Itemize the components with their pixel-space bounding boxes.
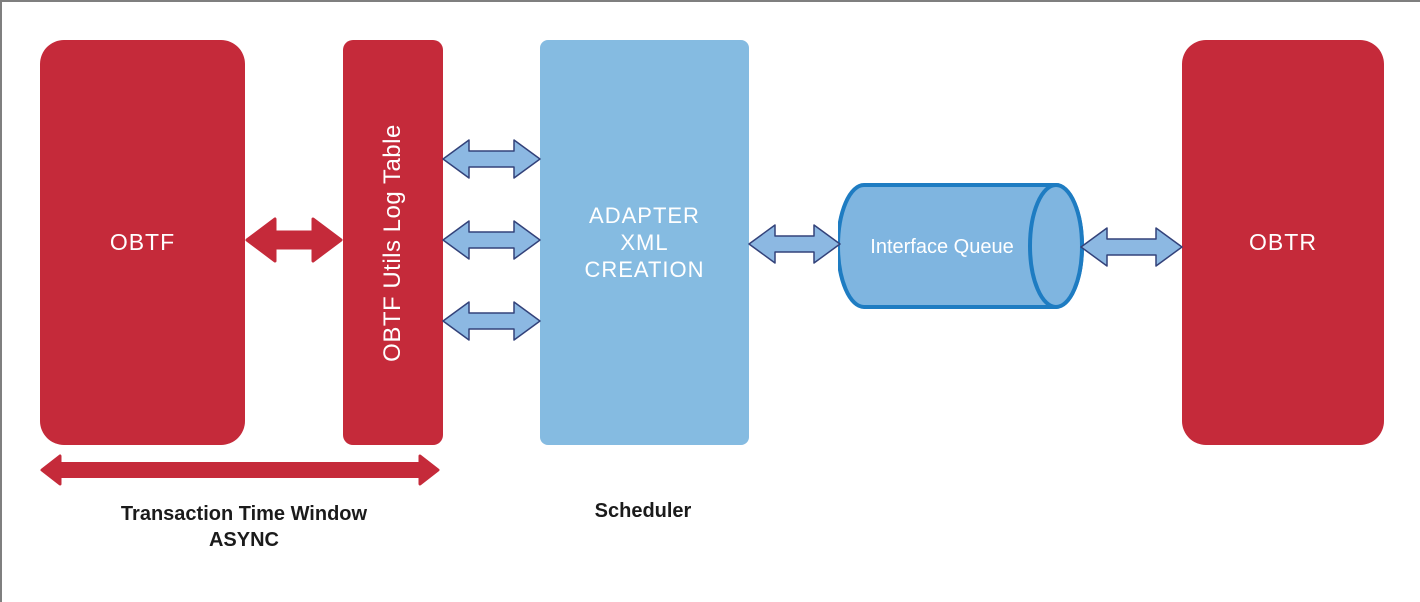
obtf-to-logtable-arrow	[245, 217, 343, 263]
obtf-node: OBTF	[40, 40, 245, 445]
obtf-utils-log-table-node: OBTF Utils Log Table	[343, 40, 443, 445]
transaction-time-window-label: Transaction Time Window ASYNC	[84, 501, 404, 553]
obtr-node: OBTR	[1182, 40, 1384, 445]
scheduler-label: Scheduler	[594, 500, 692, 522]
adapter-label-line3: CREATION	[584, 257, 705, 282]
transaction-window-arrow	[40, 454, 440, 486]
transaction-time-window-line2: ASYNC	[208, 529, 279, 551]
interface-queue-cylinder	[838, 183, 1084, 309]
obtf-utils-log-table-label: OBTF Utils Log Table	[379, 123, 406, 362]
adapter-xml-creation-node: ADAPTER XML CREATION	[540, 40, 749, 445]
adapter-xml-creation-label: ADAPTER XML CREATION	[584, 202, 704, 283]
adapter-to-queue-arrow	[748, 224, 841, 264]
cylinder-cap	[1028, 183, 1084, 309]
adapter-label-line1: ADAPTER	[589, 203, 700, 228]
queue-to-obtr-arrow	[1080, 227, 1183, 267]
logtable-to-adapter-arrow-3	[442, 301, 541, 341]
logtable-to-adapter-arrow-2	[442, 220, 541, 260]
logtable-to-adapter-arrow-1	[442, 139, 541, 179]
transaction-time-window-line1: Transaction Time Window	[120, 503, 368, 525]
obtf-node-label: OBTF	[109, 229, 176, 255]
adapter-label-line2: XML	[620, 230, 669, 255]
obtr-node-label: OBTR	[1249, 229, 1317, 255]
